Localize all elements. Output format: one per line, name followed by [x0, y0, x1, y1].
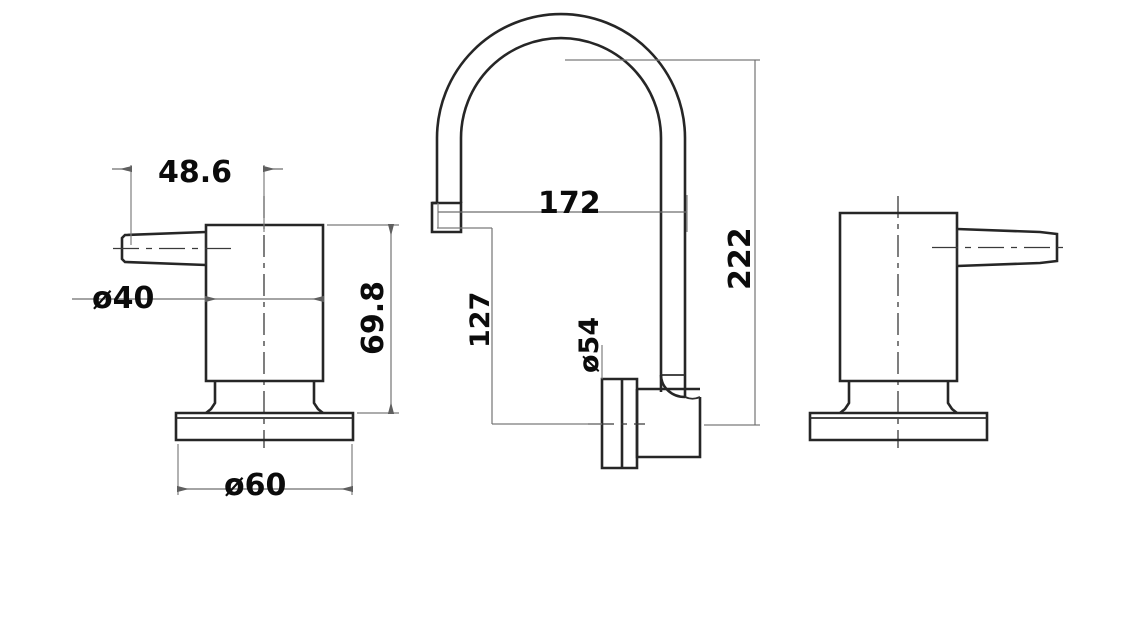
left-tap-base-flange [174, 411, 355, 442]
dimension-label-48-6: 48.6 [158, 155, 232, 190]
right-tap-handle-view [808, 196, 1068, 448]
dimension-label-172: 172 [538, 186, 601, 221]
dimension-label-222: 222 [723, 227, 758, 290]
right-tap-neck-right [946, 381, 958, 415]
left-tap-body [204, 223, 325, 383]
dimension-label-dia-54: ø54 [574, 317, 605, 373]
right-tap-base-flange [808, 411, 989, 442]
center-spout-view: 172 222 127 ø54 [430, 12, 760, 470]
left-tap-handle-view: 48.6 ø40 69.8 ø60 [72, 155, 399, 503]
right-tap-neck-left [839, 381, 851, 415]
riser-junction-curve [684, 396, 701, 400]
left-tap-neck-left [205, 381, 217, 415]
dimension-label-dia-60: ø60 [224, 468, 286, 503]
riser-bottom-curve-left [659, 374, 686, 399]
left-tap-neck-right [312, 381, 324, 415]
dimension-label-dia-40: ø40 [92, 281, 154, 316]
spout-inner-profile [459, 36, 663, 392]
right-tap-body [838, 211, 959, 383]
wallmount-flange [600, 377, 639, 470]
dimension-label-127: 127 [465, 292, 496, 348]
spout-outer-profile [435, 12, 687, 392]
dimension-label-69-8: 69.8 [356, 281, 391, 355]
spout-outlet-tip [430, 201, 463, 234]
